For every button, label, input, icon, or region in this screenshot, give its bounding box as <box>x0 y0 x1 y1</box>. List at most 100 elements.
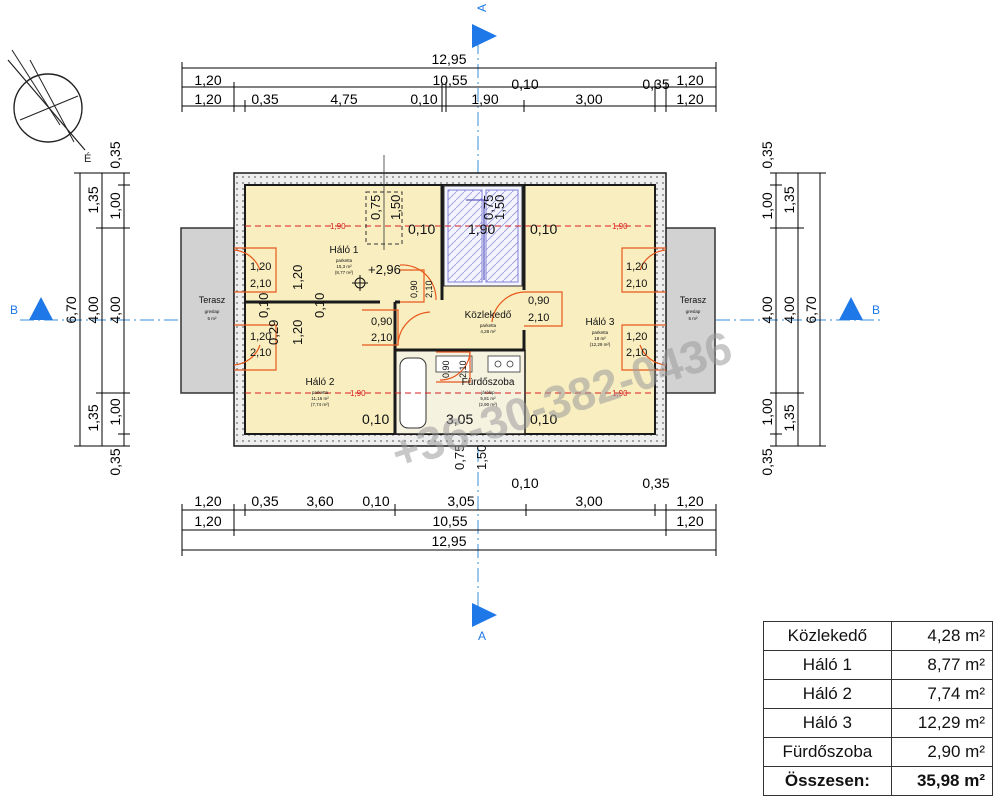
svg-text:0,90: 0,90 <box>528 295 549 307</box>
svg-text:greslap: greslap <box>686 309 701 314</box>
svg-text:2,10: 2,10 <box>626 278 647 290</box>
svg-text:0,90: 0,90 <box>441 360 451 378</box>
svg-text:1,20: 1,20 <box>194 493 221 509</box>
svg-text:Háló 2: Háló 2 <box>306 377 335 388</box>
table-cell-area: 8,77 m² <box>890 650 994 680</box>
svg-text:1,20: 1,20 <box>290 265 305 290</box>
svg-text:Háló 3: Háló 3 <box>586 317 615 328</box>
svg-text:parketta: parketta <box>336 258 353 263</box>
section-marker-b-right: B <box>839 297 880 320</box>
level-marker: +2,96 <box>352 262 401 291</box>
dim-lines-top <box>181 62 717 112</box>
svg-text:4,00: 4,00 <box>759 296 775 323</box>
table-cell-area: 4,28 m² <box>890 621 994 651</box>
svg-text:1,20: 1,20 <box>250 331 271 343</box>
table-row: Közlekedő 4,28 m² <box>763 621 994 651</box>
table-row: Háló 3 12,29 m² <box>763 708 994 738</box>
svg-text:1,35: 1,35 <box>781 404 797 431</box>
svg-text:0,75: 0,75 <box>452 445 467 470</box>
svg-text:2,10: 2,10 <box>528 312 549 324</box>
svg-text:Háló 1: Háló 1 <box>330 245 359 256</box>
svg-text:0,75: 0,75 <box>481 195 496 220</box>
svg-text:parketta: parketta <box>312 390 329 395</box>
svg-text:1,20: 1,20 <box>626 261 647 273</box>
svg-text:1,20: 1,20 <box>676 493 703 509</box>
svg-text:0,35: 0,35 <box>759 141 775 168</box>
table-cell-area: 12,29 m² <box>890 708 994 738</box>
svg-text:Terasz: Terasz <box>199 295 226 305</box>
svg-text:1,20: 1,20 <box>676 72 703 88</box>
interior-walls <box>245 186 526 434</box>
svg-text:1,50: 1,50 <box>474 445 489 470</box>
svg-text:1,00: 1,00 <box>107 398 123 425</box>
svg-text:5 m²: 5 m² <box>208 316 218 321</box>
dim-text-left: 6,70 0,35 1,35 4,00 1,35 0,35 1,00 4,00 … <box>63 141 123 475</box>
svg-text:(8,77 m²): (8,77 m²) <box>335 270 354 275</box>
svg-text:3,00: 3,00 <box>575 91 602 107</box>
table-cell-room: Háló 1 <box>763 650 892 680</box>
svg-text:5 m²: 5 m² <box>689 316 699 321</box>
svg-text:(12,29 m²): (12,29 m²) <box>590 342 611 347</box>
svg-text:Terasz: Terasz <box>680 295 707 305</box>
svg-text:4,00: 4,00 <box>781 296 797 323</box>
svg-text:0,35: 0,35 <box>251 91 278 107</box>
svg-text:10,55: 10,55 <box>432 72 467 88</box>
compass-letter: É <box>84 152 91 165</box>
svg-text:2,10: 2,10 <box>626 347 647 359</box>
svg-text:18 m²: 18 m² <box>594 336 606 341</box>
svg-text:2,10: 2,10 <box>458 360 468 378</box>
section-marker-a-top: A <box>472 4 497 48</box>
svg-text:2,10: 2,10 <box>371 332 392 344</box>
svg-text:parketta: parketta <box>480 323 497 328</box>
svg-text:1,35: 1,35 <box>85 404 101 431</box>
svg-text:12,95: 12,95 <box>431 51 466 67</box>
svg-text:B: B <box>872 303 880 317</box>
svg-text:3,60: 3,60 <box>306 493 333 509</box>
svg-text:0,10: 0,10 <box>410 91 437 107</box>
svg-text:11,16 m²: 11,16 m² <box>311 396 329 401</box>
table-cell-area: 2,90 m² <box>890 737 994 767</box>
svg-text:B: B <box>10 303 18 317</box>
terrace-left: Terasz greslap 5 m² <box>180 227 235 394</box>
svg-text:0,90: 0,90 <box>371 316 392 328</box>
window-openings <box>233 247 667 371</box>
room-label-furdoszoba: Fürdőszoba járólap 5,81 m² (2,90 m²) <box>462 377 515 407</box>
table-cell-room: Háló 2 <box>763 679 892 709</box>
svg-text:parketta: parketta <box>592 330 609 335</box>
svg-text:A: A <box>475 4 489 12</box>
table-cell-room: Közlekedő <box>763 621 892 651</box>
svg-text:0,10: 0,10 <box>312 293 327 318</box>
svg-text:A: A <box>478 629 486 643</box>
svg-text:1,00: 1,00 <box>759 398 775 425</box>
dim-text-right: 0,35 1,00 4,00 1,00 0,35 1,35 4,00 1,35 … <box>759 141 819 475</box>
dim-lines-left <box>74 172 130 447</box>
room-label-kozlekedo: Közlekedő parketta 4,28 m² <box>465 310 512 334</box>
svg-text:+2,96: +2,96 <box>368 262 401 277</box>
svg-text:12,95: 12,95 <box>431 533 466 549</box>
vertical-opening-labels: 0,75 1,50 0,75 1,50 1,20 1,20 0,29 0,10 … <box>256 195 507 470</box>
overhead-lines <box>245 225 655 394</box>
bathroom <box>394 349 526 435</box>
stair <box>443 185 523 287</box>
room-label-halo3: Háló 3 parketta 18 m² (12,29 m²) <box>586 317 615 347</box>
svg-text:Fürdőszoba: Fürdőszoba <box>462 377 515 388</box>
svg-text:0,10: 0,10 <box>362 493 389 509</box>
svg-text:0,29: 0,29 <box>266 320 281 345</box>
svg-text:1,90: 1,90 <box>471 91 498 107</box>
table-total-row: Összesen: 35,98 m² <box>763 766 994 796</box>
overhead-label-4: 1,90 <box>612 389 628 398</box>
svg-text:0,10: 0,10 <box>408 221 435 237</box>
terrace-right: Terasz greslap 5 m² <box>664 227 716 394</box>
svg-text:2,10: 2,10 <box>250 278 271 290</box>
svg-text:0,90: 0,90 <box>409 280 419 298</box>
overhead-label-3: 1,90 <box>350 389 366 398</box>
svg-text:0,10: 0,10 <box>511 76 538 92</box>
svg-text:0,35: 0,35 <box>759 448 775 475</box>
svg-text:(2,90 m²): (2,90 m²) <box>479 402 498 407</box>
svg-text:0,10: 0,10 <box>362 411 389 427</box>
svg-text:6,70: 6,70 <box>63 296 79 323</box>
svg-text:3,05: 3,05 <box>446 411 473 427</box>
room-label-halo1: Háló 1 parketta 15,3 m² (8,77 m²) <box>330 245 359 275</box>
svg-text:Közlekedő: Közlekedő <box>465 310 512 321</box>
svg-text:1,50: 1,50 <box>492 195 507 220</box>
